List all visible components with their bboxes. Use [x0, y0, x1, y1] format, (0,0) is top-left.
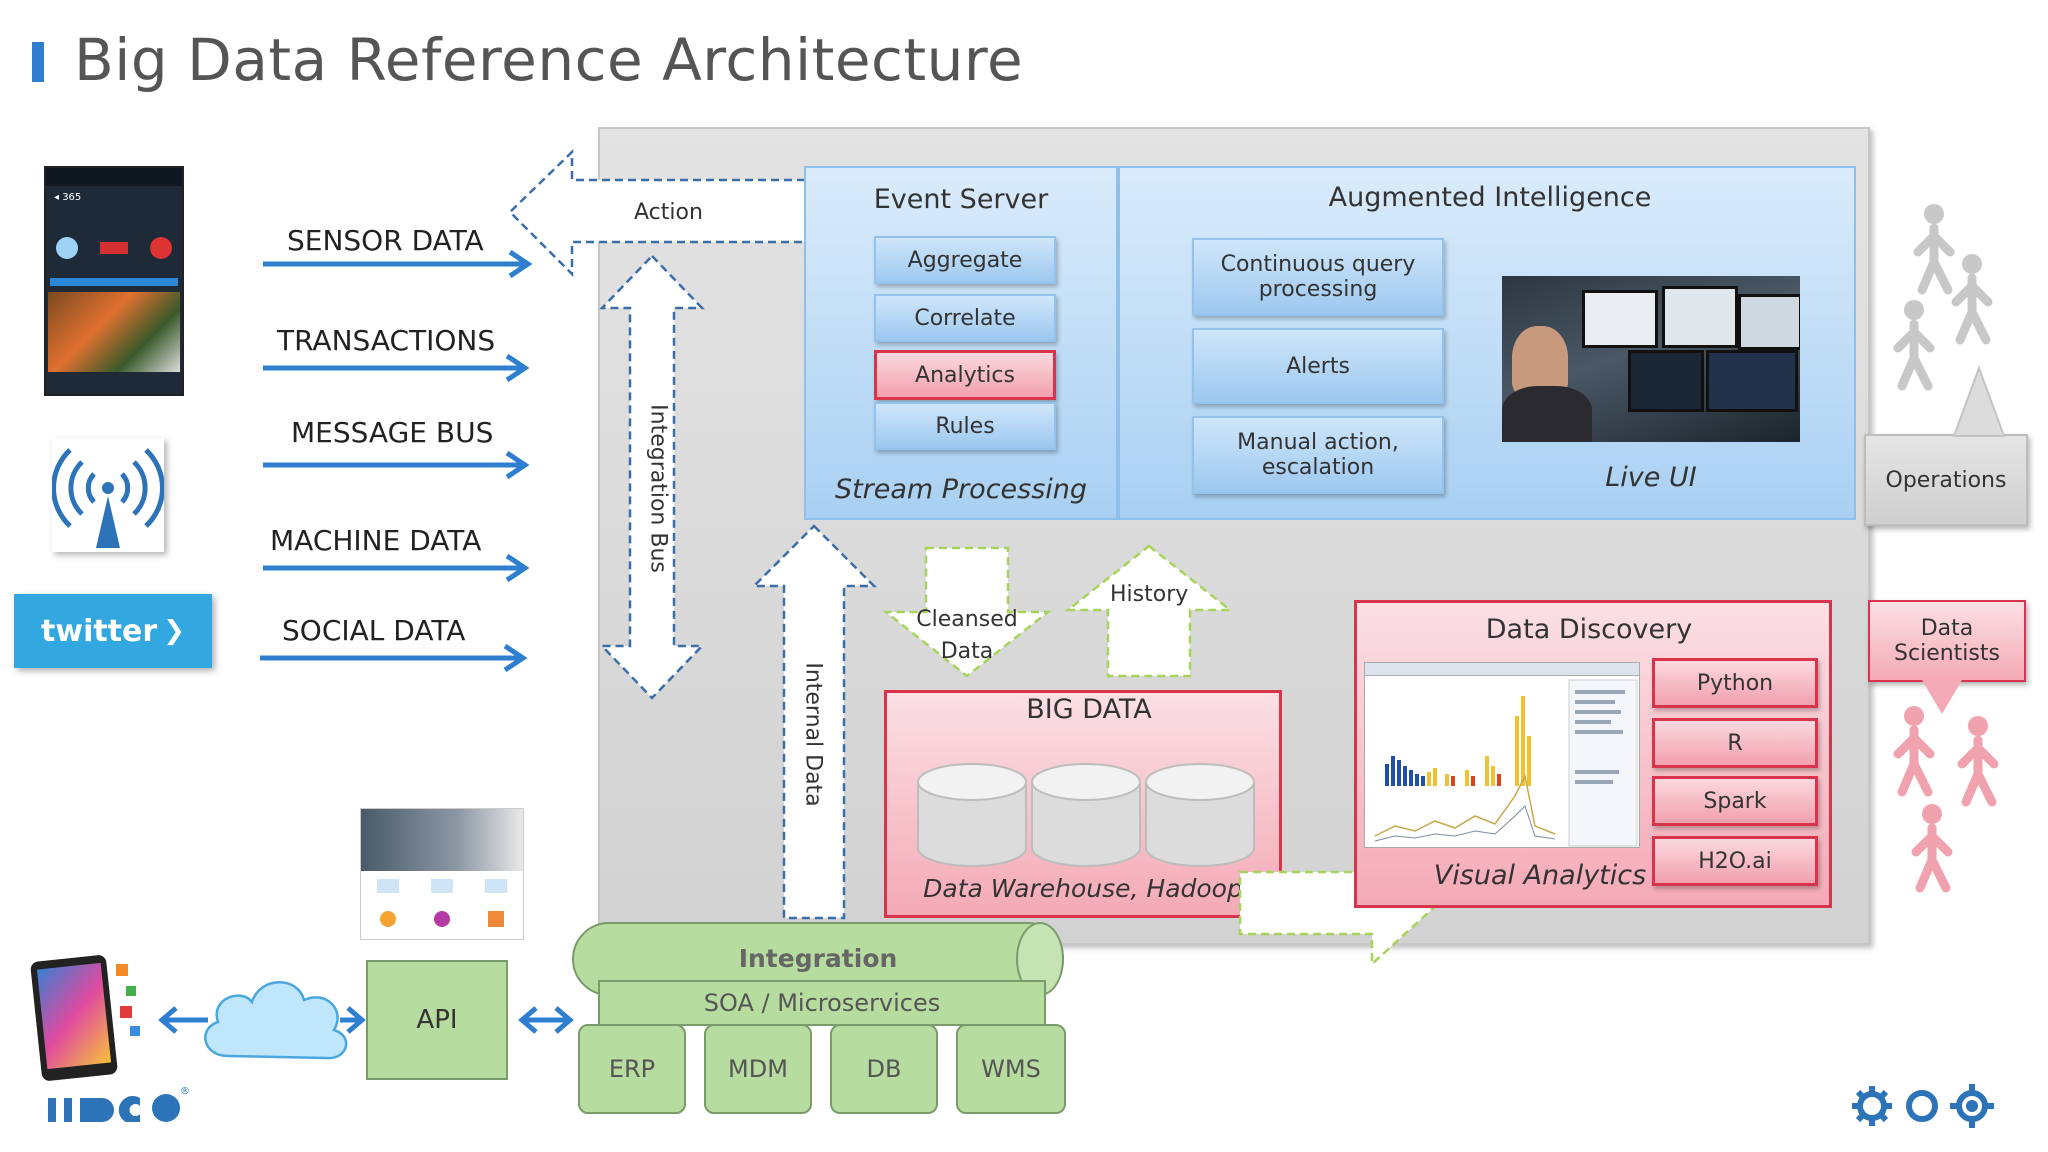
- twitter-logo: twitter ❯: [14, 594, 212, 668]
- integration-title: Integration: [738, 944, 898, 973]
- database-icon-3: [1145, 763, 1255, 867]
- python-button[interactable]: Python: [1652, 658, 1818, 708]
- data-scientists-people-icon: [1893, 706, 1999, 893]
- soa-microservices-bar: SOA / Microservices: [598, 980, 1046, 1026]
- cloud-connection: [158, 981, 574, 1060]
- grid-icon: [431, 879, 453, 893]
- alerts-button[interactable]: Alerts: [1192, 328, 1444, 404]
- data-scientists-line2: Scientists: [1894, 641, 2000, 666]
- operations-box: Operations: [1864, 434, 2028, 526]
- smartphone-apps-image: [29, 954, 140, 1084]
- app-header: ◂ 365: [54, 192, 82, 203]
- event-server-panel: [804, 166, 1118, 520]
- page-title: Big Data Reference Architecture: [74, 26, 1024, 94]
- h2o-button[interactable]: H2O.ai: [1652, 836, 1818, 886]
- source-label-sensor: SENSOR DATA: [287, 224, 484, 257]
- svg-text:®: ®: [180, 1086, 190, 1097]
- augmented-intelligence-title: Augmented Intelligence: [1328, 182, 1652, 213]
- footer-icons: [1852, 1084, 1994, 1128]
- tibco-logo: ®: [44, 1082, 194, 1122]
- visual-analytics-label: Visual Analytics: [1433, 860, 1647, 891]
- football-photo: [48, 292, 180, 372]
- circle-icon: [1906, 1090, 1938, 1122]
- integration-bus-label: Integration Bus: [645, 404, 671, 573]
- continuous-query-line1: Continuous query: [1220, 252, 1416, 277]
- database-cylinders: [917, 763, 1255, 867]
- big-data-title: BIG DATA: [1026, 694, 1152, 725]
- spark-button[interactable]: Spark: [1652, 776, 1818, 826]
- wireless-tower-icon: [51, 438, 165, 552]
- operations-people-icon: [1893, 204, 1993, 391]
- internal-data-label: Internal Data: [800, 662, 826, 807]
- continuous-query-line2: processing: [1258, 277, 1378, 302]
- cleansed-data-arrow: [882, 546, 1052, 678]
- data-warehouse-label: Data Warehouse, Hadoop: [923, 874, 1243, 903]
- event-server-title: Event Server: [873, 184, 1049, 215]
- continuous-query-button[interactable]: Continuous query processing: [1192, 238, 1444, 316]
- action-label: Action: [634, 200, 703, 225]
- web-app-screenshot: [360, 808, 524, 940]
- source-label-machine: MACHINE DATA: [270, 524, 482, 557]
- cleansed-line2: Data: [940, 639, 994, 664]
- add-icon: [434, 911, 450, 927]
- twitter-logo-text: twitter: [41, 613, 158, 649]
- title-accent-bar: [32, 42, 44, 82]
- flag-spain-icon: [150, 237, 172, 259]
- wms-box: WMS: [956, 1024, 1066, 1114]
- erp-box: ERP: [578, 1024, 686, 1114]
- gear-icon: [1852, 1086, 1892, 1126]
- history-arrow: [1064, 544, 1234, 678]
- db-box: DB: [830, 1024, 938, 1114]
- api-box: API: [366, 960, 508, 1080]
- cloud-icon: [485, 879, 507, 893]
- flag-argentina-icon: [56, 237, 78, 259]
- database-icon-2: [1031, 763, 1141, 867]
- history-label: History: [1110, 582, 1189, 607]
- rules-button[interactable]: Rules: [874, 402, 1056, 450]
- electronics-icon: [380, 911, 396, 927]
- data-scientists-box: Data Scientists: [1868, 600, 2026, 682]
- crosshair-icon: [1950, 1084, 1994, 1128]
- internal-data-arrow: [750, 524, 878, 920]
- visual-analytics-screenshot: [1364, 662, 1640, 848]
- manual-action-button[interactable]: Manual action, escalation: [1192, 416, 1444, 494]
- data-scientists-line1: Data: [1920, 616, 1974, 641]
- sensor-arrow-head: [508, 249, 533, 279]
- action-arrow: [508, 149, 805, 278]
- source-label-transactions: TRANSACTIONS: [277, 324, 496, 357]
- integration-bus-arrow: [599, 254, 705, 700]
- correlate-button[interactable]: Correlate: [874, 294, 1056, 342]
- cleansed-line1: Cleansed: [916, 607, 1018, 632]
- sports-app-phone-image: ◂ 365: [44, 166, 184, 396]
- live-badge: [100, 242, 128, 254]
- manual-action-line1: Manual action,: [1237, 430, 1399, 455]
- cloud-icon: [204, 981, 348, 1060]
- source-label-social: SOCIAL DATA: [282, 614, 466, 647]
- manual-action-line2: escalation: [1261, 455, 1375, 480]
- source-label-message-bus: MESSAGE BUS: [291, 416, 494, 449]
- operations-callout-pointer: [1952, 365, 2006, 437]
- r-button[interactable]: R: [1652, 718, 1818, 768]
- database-icon-1: [917, 763, 1027, 867]
- live-ui-label: Live UI: [1605, 462, 1697, 493]
- data-discovery-title: Data Discovery: [1485, 614, 1693, 645]
- analytics-button[interactable]: Analytics: [874, 350, 1056, 400]
- aggregate-button[interactable]: Aggregate: [874, 236, 1056, 284]
- book-icon: [488, 911, 504, 927]
- data-scientists-callout-pointer: [1922, 680, 1962, 714]
- stream-processing-label: Stream Processing: [834, 474, 1088, 505]
- trader-monitors-photo: [1502, 276, 1800, 442]
- bird-icon: ❯: [163, 616, 185, 646]
- cleansed-data-label: Cleansed Data: [912, 604, 1022, 668]
- mdm-box: MDM: [704, 1024, 812, 1114]
- explore-icon: [377, 879, 399, 893]
